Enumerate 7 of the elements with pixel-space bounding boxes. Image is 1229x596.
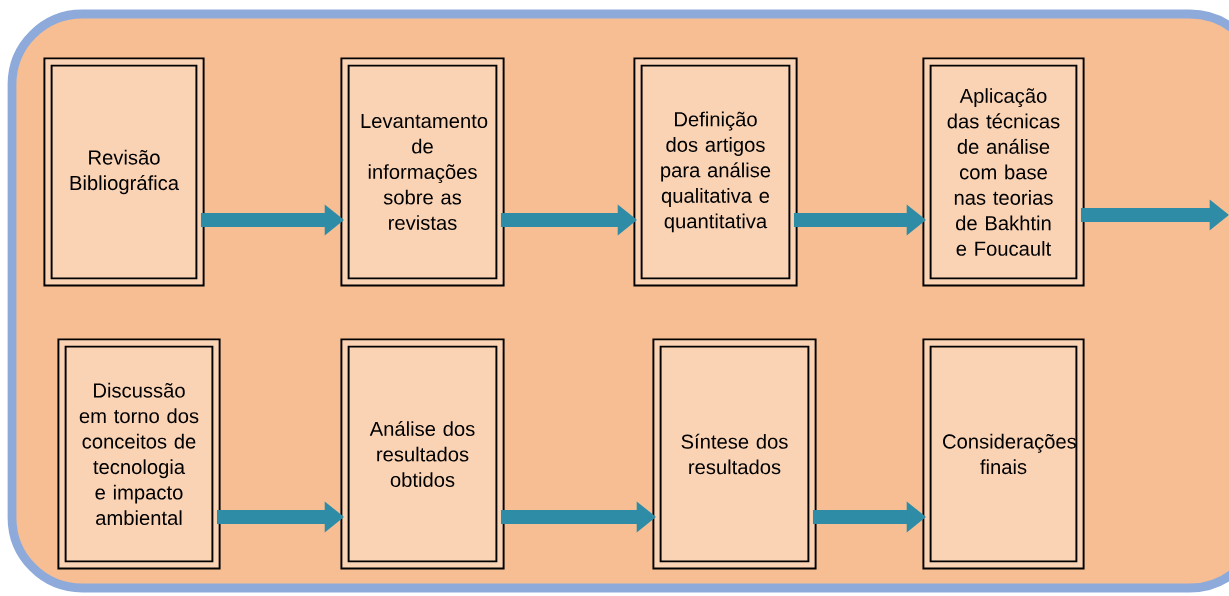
process-box: Síntese dos resultados <box>652 338 817 570</box>
process-box: Aplicação das técnicas de análise com base nas teorias de Bakhtin e Foucault <box>922 57 1085 287</box>
process-box: Levantamento de informações sobre as revistas <box>340 57 505 287</box>
process-box: Revisão Bibliográfica <box>43 57 205 287</box>
process-box: Definição dos artigos para análise qualitativa e quantitativa <box>633 57 798 287</box>
process-box: Análise dos resultados obtidos <box>340 338 505 570</box>
process-box: Discussão em torno dos conceitos de tecnologia e impacto ambiental <box>57 338 221 570</box>
